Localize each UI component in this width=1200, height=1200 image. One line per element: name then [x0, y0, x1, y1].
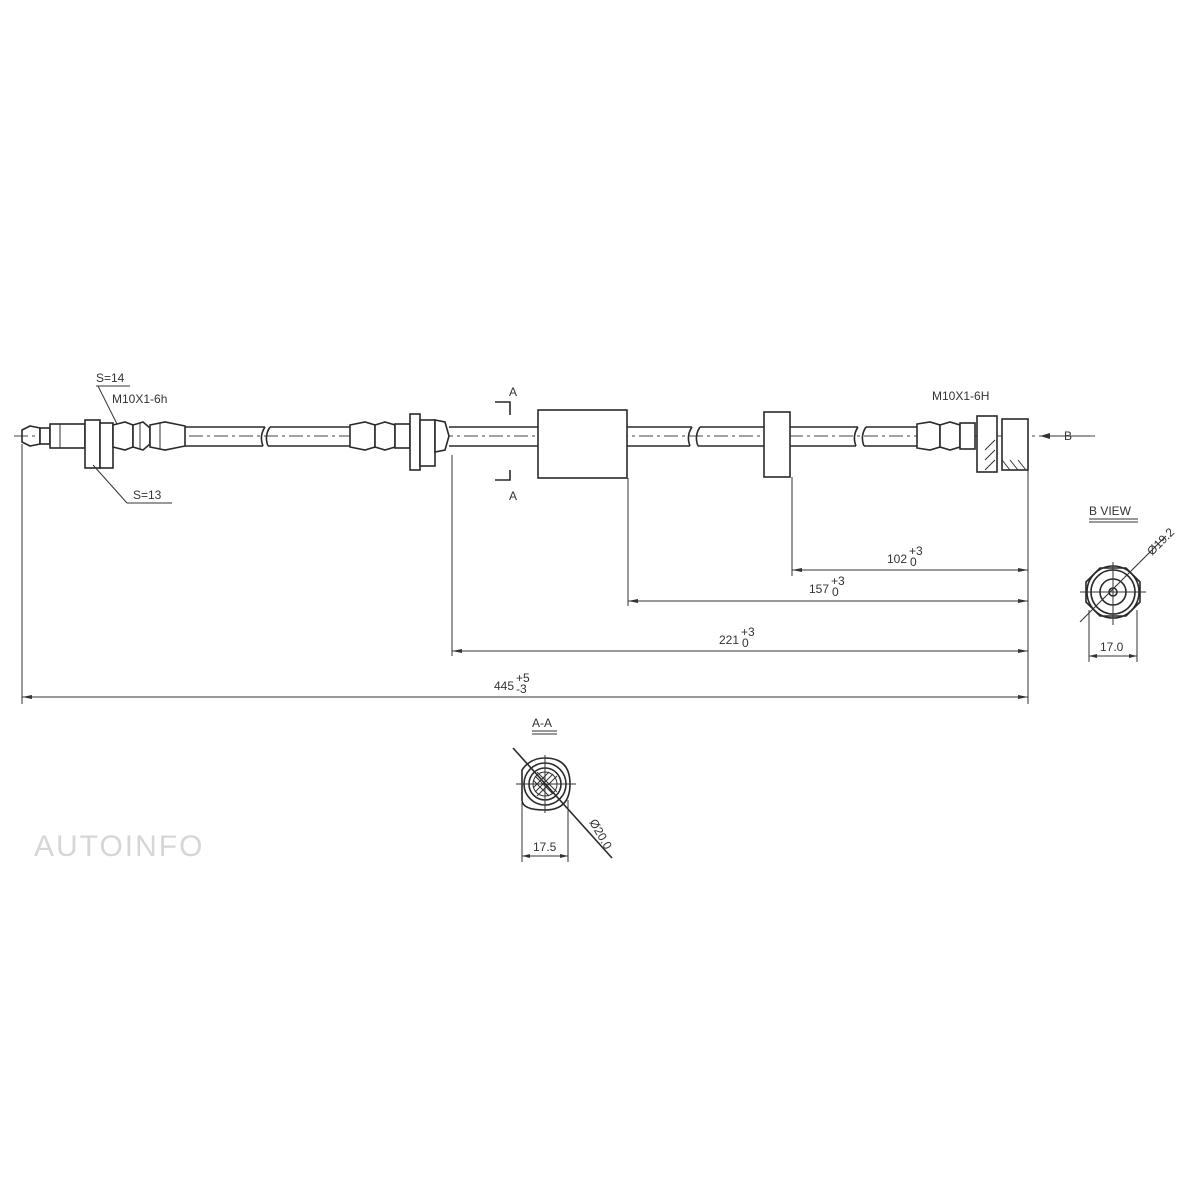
label-s13: S=13 — [133, 488, 162, 502]
extension-lines — [21, 444, 1029, 704]
view-b-label: B — [1064, 429, 1072, 443]
leaders: S=14 M10X1-6h S=13 M10X1-6H — [92, 371, 989, 504]
section-aa-view: A-A Ø20.0 17.5 — [512, 716, 615, 862]
dimension-102: 102 +3 0 — [792, 544, 1028, 572]
section-a-label-bottom: A — [509, 489, 517, 503]
dim-102-tol-upper: +3 — [909, 544, 923, 558]
dim-445-tol-lower: -3 — [516, 682, 527, 696]
dim-157-tol-upper: +3 — [831, 574, 845, 588]
section-a-label-top: A — [509, 385, 517, 399]
section-aa-width: 17.5 — [533, 840, 557, 854]
right-fitting — [916, 415, 1029, 473]
nut-s14 — [99, 422, 114, 469]
b-view-title: B VIEW — [1089, 504, 1132, 518]
clip-ring — [763, 411, 791, 478]
autoinfo-watermark-logo: AUTOINFO — [34, 830, 204, 863]
dim-221-tol-upper: +3 — [741, 625, 755, 639]
label-right-thread: M10X1-6H — [932, 389, 989, 403]
dim-445-value: 445 — [494, 679, 514, 693]
dim-157-value: 157 — [809, 582, 829, 596]
nut-s13 — [84, 419, 101, 469]
label-left-thread: M10X1-6h — [112, 392, 167, 406]
dim-445-tol-upper: +5 — [516, 671, 530, 685]
b-view-width: 17.0 — [1100, 640, 1124, 654]
dim-221-value: 221 — [719, 633, 739, 647]
section-aa-title: A-A — [532, 716, 552, 730]
hose-middle — [449, 409, 917, 479]
dimension-157: 157 +3 0 — [628, 574, 1028, 603]
b-view: B VIEW Ø19.2 17.0 — [1079, 504, 1177, 662]
view-b-arrow: B — [1040, 429, 1090, 443]
dim-102-value: 102 — [887, 552, 907, 566]
dim-157-tol-lower: 0 — [832, 585, 839, 599]
dimension-445: 445 +5 -3 — [22, 671, 1028, 699]
b-view-diameter: Ø19.2 — [1144, 525, 1177, 558]
label-s14: S=14 — [96, 371, 125, 385]
protective-sleeve — [537, 409, 628, 479]
dim-102-tol-lower: 0 — [910, 555, 917, 569]
section-a-marks: A A — [495, 385, 517, 503]
dim-221-tol-lower: 0 — [742, 636, 749, 650]
left-fitting — [21, 419, 186, 469]
dimension-221: 221 +3 0 — [452, 625, 1028, 653]
middle-fitting — [349, 413, 450, 471]
hose-left — [185, 426, 350, 447]
